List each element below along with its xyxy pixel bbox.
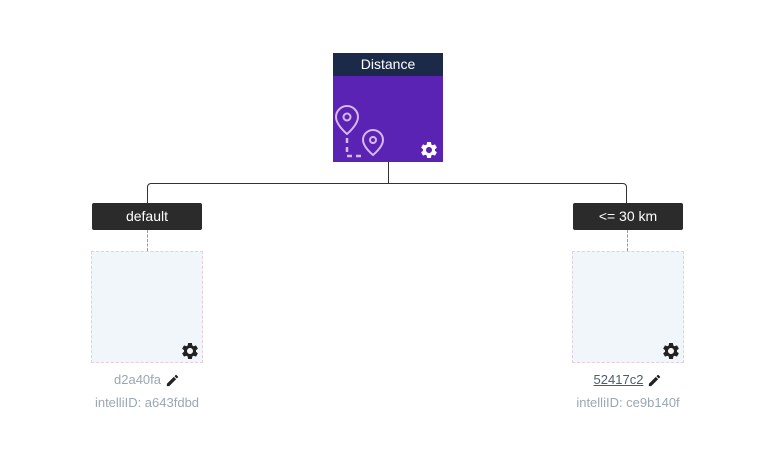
connector-root-stem (388, 162, 389, 183)
map-pin-distance-icon (334, 104, 385, 158)
gear-icon[interactable] (419, 140, 439, 160)
root-node-title: Distance (333, 53, 443, 76)
gear-icon[interactable] (180, 341, 200, 361)
child-id-default: d2a40fa (67, 372, 227, 388)
child-id-text: d2a40fa (114, 372, 161, 387)
child-node-default[interactable] (91, 251, 203, 363)
pencil-icon[interactable] (165, 373, 180, 388)
intelli-id-default: intelliID: a643fdbd (94, 395, 200, 410)
intelli-id-30km: intelliID: ce9b140f (576, 395, 680, 410)
child-id-30km: 52417c2 (548, 372, 708, 388)
root-node-body[interactable] (333, 76, 443, 162)
child-id-link[interactable]: 52417c2 (593, 372, 644, 387)
child-node-30km[interactable] (572, 251, 684, 363)
branch-connector-30km (627, 230, 628, 251)
branch-label-default[interactable]: default (92, 203, 202, 230)
connector-horizontal (147, 183, 627, 203)
branch-connector-default (147, 230, 148, 251)
branch-label-30km[interactable]: <= 30 km (573, 203, 683, 230)
gear-icon[interactable] (661, 341, 681, 361)
pencil-icon[interactable] (647, 373, 662, 388)
